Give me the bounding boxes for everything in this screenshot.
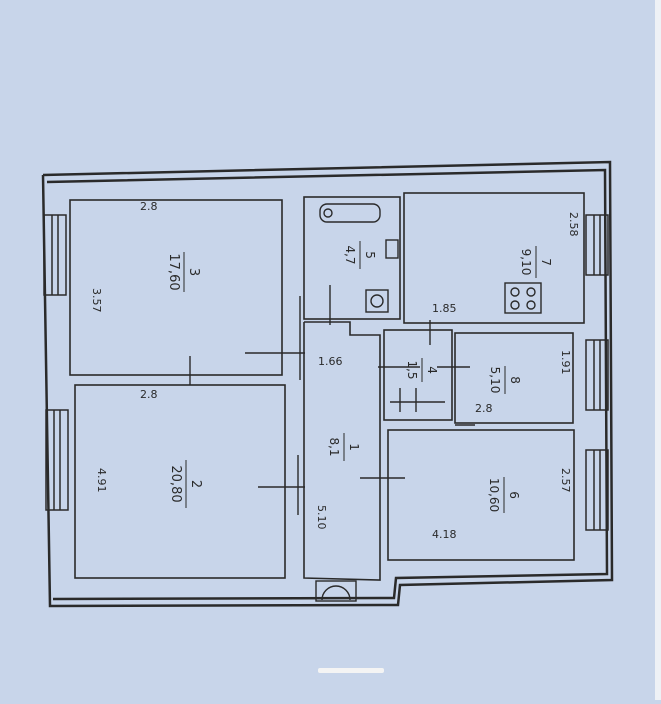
dimension-label: 2.58 [567,212,580,237]
room-area: 9,10 [519,249,533,276]
stove-icon [504,282,542,314]
room-3-label: 3 17,60 [166,252,201,292]
room-area: 8,1 [327,437,341,456]
entrance-door [315,580,357,602]
home-indicator [318,668,384,673]
dimension-label: 4.91 [95,468,108,493]
dimension-label: 1.66 [318,355,343,368]
room-area: 17,60 [166,253,181,290]
room-8-label: 8 5,10 [488,366,522,394]
room-number: 4 [425,366,439,374]
room-labels: 3 17,60 2 20,80 5 4,7 7 9,10 4 1,5 8 5,1… [166,241,553,513]
room-number: 5 [363,251,377,259]
dimension-label: 2.8 [140,388,158,401]
dimension-label: 2.8 [475,402,493,415]
dimension-label: 4.18 [432,528,457,541]
room-2-outline [74,384,286,579]
room-area: 10,60 [487,478,501,512]
interior-walls [69,192,585,581]
room-number: 1 [347,443,361,451]
room-6-outline [387,429,575,561]
outer-walls [41,160,614,608]
dimension-label: 3.57 [90,288,103,313]
room-7-outline [403,192,585,324]
room-8-outline [454,332,574,424]
right-windows [585,214,609,531]
room-area: 4,7 [343,245,357,264]
dimension-labels: 3.57 4.91 5.10 2.58 1.85 1.91 2.57 4.18 … [90,200,580,541]
room-number: 2 [188,480,203,488]
dimension-label: 1.91 [559,350,572,375]
dimension-label: 1.85 [432,302,457,315]
room-number: 3 [186,268,201,276]
room-area: 20,80 [168,465,183,502]
room-number: 8 [508,376,522,384]
room-7-label: 7 9,10 [519,246,553,278]
room-6-label: 6 10,60 [487,477,521,513]
bathroom-fixtures [319,203,399,313]
room-2-label: 2 20,80 [168,460,203,508]
room-3-outline [69,199,283,376]
room-4-outline [383,329,453,421]
door-marks [189,285,475,515]
room-number: 6 [507,491,521,499]
room-1-label: 1 8,1 [327,433,361,461]
room-4-label: 4 1,5 [405,358,439,382]
room-number: 7 [539,258,553,266]
left-windows [43,214,69,511]
dimension-label: 5.10 [315,505,328,530]
room-1-outline [303,321,381,581]
room-area: 1,5 [405,360,419,379]
room-area: 5,10 [488,367,502,394]
edge-strip [655,0,661,700]
room-5-outline [303,196,401,320]
dimension-label: 2.57 [559,468,572,493]
room-5-label: 5 4,7 [343,241,377,269]
dimension-label: 2.8 [140,200,158,213]
